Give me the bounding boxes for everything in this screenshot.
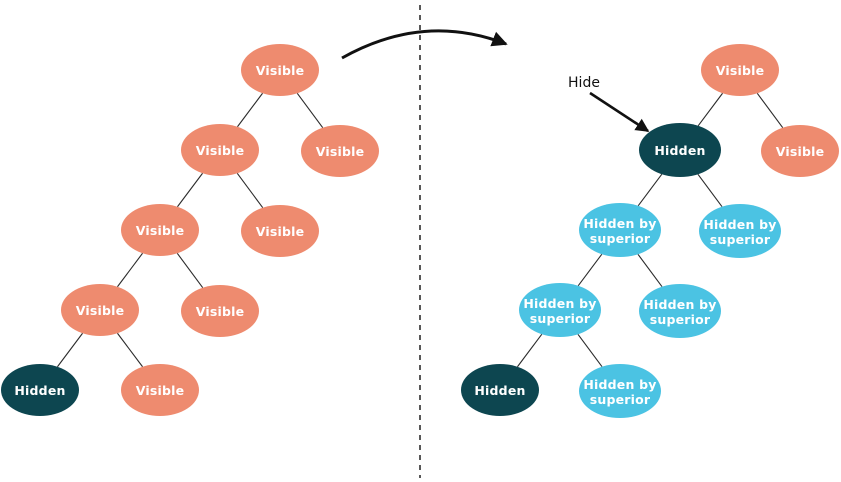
tree-node-visible[interactable]: Visible xyxy=(121,204,199,256)
tree-edge xyxy=(756,92,784,129)
node-shape xyxy=(181,124,259,176)
tree-node-hidden[interactable]: Hidden xyxy=(639,123,721,177)
node-shape xyxy=(579,364,661,418)
node-label: Visible xyxy=(316,144,365,159)
tree-node-visible[interactable]: Visible xyxy=(301,125,379,177)
tree-edge xyxy=(117,252,143,288)
tree-node-visible[interactable]: Visible xyxy=(181,285,259,337)
node-shape xyxy=(639,284,721,338)
tree-edge xyxy=(637,173,663,207)
node-label: Hidden xyxy=(654,143,705,158)
node-shape xyxy=(61,284,139,336)
tree-node-visible[interactable]: Visible xyxy=(121,364,199,416)
tree-edge xyxy=(236,172,264,209)
tree-edge xyxy=(517,333,543,368)
node-shape xyxy=(181,285,259,337)
tree-edge xyxy=(577,333,603,368)
left-tree-edges xyxy=(57,92,324,368)
node-label: Visible xyxy=(196,304,245,319)
node-label: Visible xyxy=(136,223,185,238)
tree-node-visible[interactable]: Visible xyxy=(241,205,319,257)
node-shape xyxy=(579,203,661,257)
node-shape xyxy=(241,44,319,96)
node-shape xyxy=(121,204,199,256)
node-label: Visible xyxy=(196,143,245,158)
node-shape xyxy=(301,125,379,177)
tree-node-visible[interactable]: Visible xyxy=(241,44,319,96)
node-shape xyxy=(761,125,839,177)
node-shape xyxy=(461,364,539,416)
tree-node-visible[interactable]: Visible xyxy=(761,125,839,177)
hide-annotation-label: Hide xyxy=(568,75,600,91)
tree-node-visible[interactable]: Visible xyxy=(701,44,779,96)
node-shape xyxy=(519,283,601,337)
node-shape xyxy=(639,123,721,177)
node-shape xyxy=(699,204,781,258)
node-shape xyxy=(701,44,779,96)
tree-edge xyxy=(697,92,723,127)
tree-edge xyxy=(57,332,83,368)
node-shape xyxy=(241,205,319,257)
tree-edge xyxy=(177,172,203,208)
tree-edge xyxy=(637,253,663,288)
node-label: Visible xyxy=(256,224,305,239)
tree-edge xyxy=(237,92,263,128)
tree-node-visible[interactable]: Visible xyxy=(61,284,139,336)
tree-edge xyxy=(117,332,143,368)
tree-edge xyxy=(176,252,204,289)
hide-arrow-icon xyxy=(589,91,650,133)
node-label: Visible xyxy=(76,303,125,318)
node-label: Visible xyxy=(776,144,825,159)
node-label: Visible xyxy=(716,63,765,78)
tree-node-visible[interactable]: Visible xyxy=(181,124,259,176)
node-shape xyxy=(121,364,199,416)
node-shape xyxy=(1,364,79,416)
tree-edge xyxy=(697,173,723,208)
node-label: Hidden xyxy=(474,383,525,398)
node-label: Hidden xyxy=(14,383,65,398)
tree-node-hidden[interactable]: Hidden xyxy=(461,364,539,416)
node-label: Visible xyxy=(136,383,185,398)
tree-edge xyxy=(577,253,603,287)
transition-arrow-icon xyxy=(341,29,508,60)
node-label: Visible xyxy=(256,63,305,78)
right-tree-edges xyxy=(517,92,784,368)
tree-node-hidden[interactable]: Hidden xyxy=(1,364,79,416)
tree-edge xyxy=(296,92,324,129)
